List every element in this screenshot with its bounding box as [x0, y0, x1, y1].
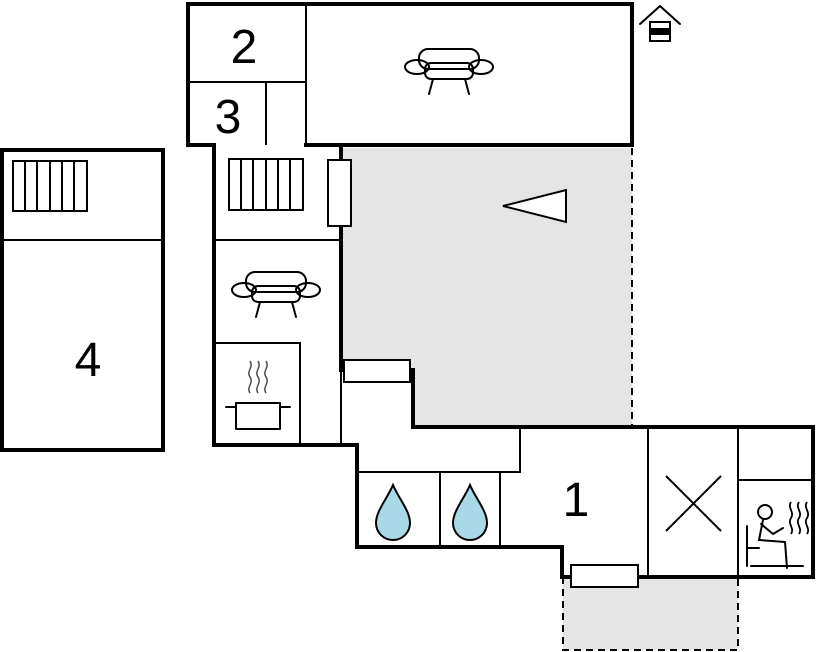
door-icon: [570, 564, 639, 588]
sauna-icon: [746, 501, 810, 569]
water-drop-icon: [451, 482, 489, 541]
wall-top-block: [186, 2, 634, 147]
terraces: [341, 148, 739, 651]
cross-icon: [665, 475, 722, 532]
room-4-label: 4: [75, 334, 102, 387]
entrance-house-icon: [639, 5, 681, 42]
partitions: [188, 4, 813, 577]
radiator-icon: [228, 158, 304, 211]
water-drop-icon: [374, 482, 412, 541]
terrace-south-dashed-edge: [562, 577, 739, 651]
direction-triangle-icon: [502, 188, 567, 224]
cooking-pot-icon: [225, 360, 291, 430]
terrace-main: [341, 148, 632, 425]
wall-right-bottom: [411, 368, 815, 579]
partition-bath-top: [357, 427, 521, 473]
room-2-label: 2: [231, 21, 258, 74]
room-1-label: 1: [563, 474, 590, 527]
wall-room-4: [0, 148, 165, 452]
sofa-icon: [404, 48, 494, 95]
terrace-south: [563, 577, 738, 650]
door-icon: [327, 159, 352, 227]
sofa-icon: [231, 271, 321, 318]
partition-kitchen-box: [214, 342, 301, 445]
doors: [327, 159, 639, 588]
room-3-label: 3: [215, 91, 242, 144]
wall-left-column: [212, 143, 564, 579]
door-icon: [343, 359, 411, 383]
radiator-icon: [12, 160, 88, 212]
